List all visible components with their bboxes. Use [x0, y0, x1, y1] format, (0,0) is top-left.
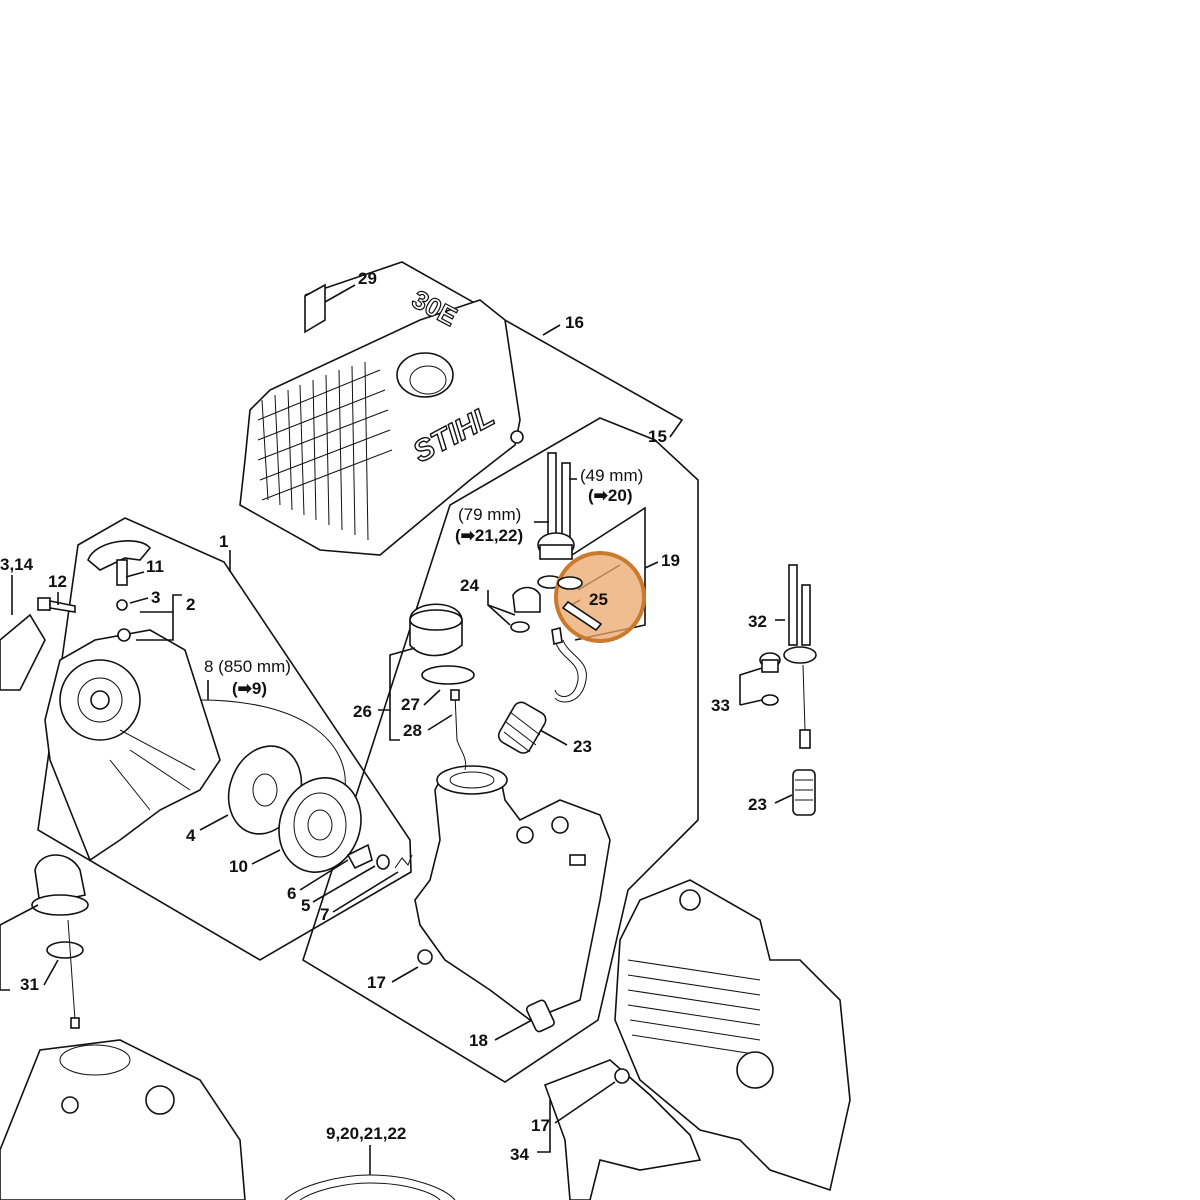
- fuel-hose-22[interactable]: [551, 627, 587, 703]
- group-16-outline: [304, 261, 684, 438]
- label-6: 6: [287, 884, 296, 903]
- fan-housing-34[interactable]: [543, 1059, 702, 1200]
- washer-5[interactable]: [376, 854, 390, 870]
- label-24: 24: [460, 576, 479, 595]
- label-17-lower: 17: [531, 1116, 550, 1135]
- valve-33[interactable]: [759, 652, 781, 706]
- rope-coil: [284, 1174, 456, 1200]
- label-15: 15: [648, 427, 667, 446]
- fuel-hose-20[interactable]: [561, 462, 571, 544]
- screw-12[interactable]: [37, 597, 76, 613]
- label-4: 4: [186, 826, 196, 845]
- label-8: 8 (850 mm): [204, 657, 291, 676]
- rope-8: [199, 699, 346, 791]
- part-labels: 29 16 15 1 11 3 2 12 3,14 8 (850 mm) (➡9…: [0, 269, 767, 1164]
- leader-29: [324, 284, 356, 303]
- tank-cap-26[interactable]: [409, 603, 463, 657]
- label-79mm-ref: (➡21,22): [455, 526, 523, 545]
- fuel-filter-23[interactable]: [496, 699, 549, 755]
- label-31: 31: [20, 975, 39, 994]
- label-7: 7: [320, 905, 329, 924]
- highlight-marker: [554, 551, 646, 643]
- starter-housing[interactable]: [44, 629, 221, 862]
- label-32: 32: [748, 612, 767, 631]
- hose-25[interactable]: [561, 600, 603, 632]
- starter-grip[interactable]: [87, 540, 152, 642]
- fuel-filter-23b[interactable]: [792, 769, 816, 816]
- pawl-6[interactable]: [346, 843, 373, 870]
- label-1: 1: [219, 532, 228, 551]
- engine-block: [614, 879, 851, 1192]
- label-25: 25: [589, 590, 608, 609]
- choke-32[interactable]: [783, 564, 817, 749]
- label-5: 5: [301, 896, 310, 915]
- shroud[interactable]: STIHL 30E: [239, 283, 524, 556]
- label-10: 10: [229, 857, 248, 876]
- clip-7[interactable]: [394, 854, 413, 869]
- label-33: 33: [711, 696, 730, 715]
- valve-19[interactable]: [537, 532, 575, 589]
- crankcase-lower-left: [0, 1039, 246, 1200]
- label-3: 3: [151, 588, 160, 607]
- label-17: 17: [367, 973, 386, 992]
- label-49mm: (49 mm): [580, 466, 643, 485]
- label-23: 23: [573, 737, 592, 756]
- label-8-ref: (➡9): [232, 679, 267, 698]
- label-27: 27: [401, 695, 420, 714]
- label-29: 29: [358, 269, 377, 288]
- label-13-14: 3,14: [0, 555, 34, 574]
- label-19: 19: [661, 551, 680, 570]
- fuel-tank-15[interactable]: [414, 765, 611, 1021]
- label-26: 26: [353, 702, 372, 721]
- label-18: 18: [469, 1031, 488, 1050]
- label-2: 2: [186, 595, 195, 614]
- sticker-29[interactable]: [304, 283, 326, 334]
- label-12: 12: [48, 572, 67, 591]
- pickup-line-28[interactable]: [450, 689, 467, 771]
- spring-housing-10[interactable]: [266, 766, 374, 884]
- elbow-24[interactable]: [510, 586, 541, 633]
- fuel-cap-31[interactable]: [31, 854, 89, 1029]
- label-28: 28: [403, 721, 422, 740]
- group-15-outline: [302, 417, 699, 1083]
- o-ring-25[interactable]: [557, 576, 583, 590]
- label-9-20-21-22: 9,20,21,22: [326, 1124, 406, 1143]
- label-11: 11: [146, 557, 164, 576]
- label-34: 34: [510, 1145, 529, 1164]
- fuel-hose-21[interactable]: [547, 452, 557, 536]
- o-ring-27[interactable]: [421, 665, 475, 685]
- grommet-17[interactable]: [417, 949, 433, 965]
- label-79mm: (79 mm): [458, 505, 521, 524]
- label-23-right: 23: [748, 795, 767, 814]
- group-1-outline: [37, 517, 412, 961]
- leader-16: [542, 324, 561, 336]
- label-49mm-ref: (➡20): [588, 486, 632, 505]
- label-16: 16: [565, 313, 584, 332]
- leader-lines: [0, 478, 793, 1175]
- plate-13-14[interactable]: [0, 613, 46, 691]
- grommet-17b[interactable]: [614, 1068, 630, 1084]
